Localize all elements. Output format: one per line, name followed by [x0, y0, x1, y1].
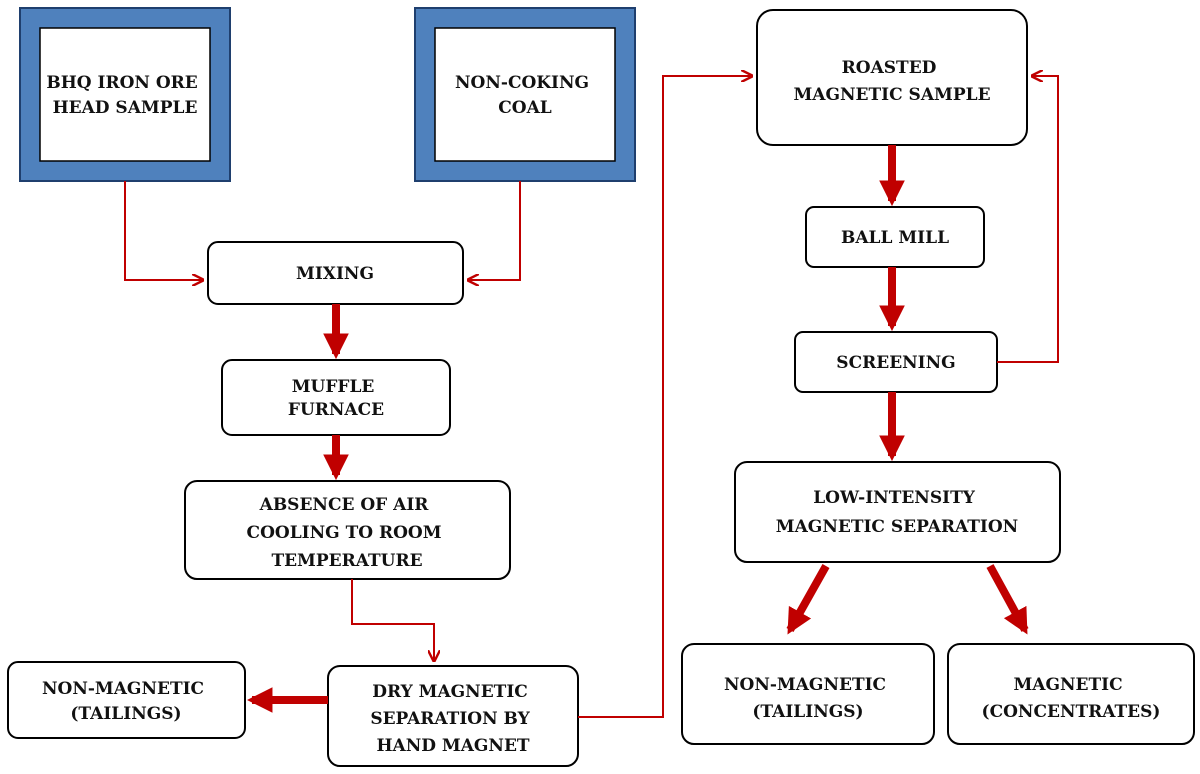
screening-box: SCREENING	[794, 331, 998, 393]
mixing-box: MIXING	[207, 241, 464, 305]
arrow-dry-separation-to-roasted	[578, 76, 752, 718]
coal-box: NON-COKING COAL	[414, 7, 636, 182]
cooling-label: ABSENCE OF AIR COOLING TO ROOM TEMPERATU…	[247, 495, 448, 571]
roasted-sample-label: ROASTED MAGNETIC SAMPLE	[793, 58, 990, 105]
arrow-cooling-to-dry-separation	[351, 579, 434, 661]
lims-label: LOW-INTENSITY MAGNETIC SEPARATION	[776, 488, 1018, 537]
concentrates-box: MAGNETIC (CONCENTRATES)	[947, 643, 1195, 745]
arrow-lims-to-tailings	[786, 564, 830, 635]
screening-label: SCREENING	[836, 353, 955, 373]
tailings-left-label: NON-MAGNETIC (TAILINGS)	[42, 679, 210, 724]
tailings-left-box: NON-MAGNETIC (TAILINGS)	[7, 661, 246, 739]
muffle-label: MUFFLE FURNACE	[288, 377, 384, 420]
arrow-lims-to-concentrates	[986, 564, 1029, 635]
head-sample-label: BHQ IRON ORE HEAD SAMPLE	[46, 73, 203, 118]
concentrates-label: MAGNETIC (CONCENTRATES)	[982, 675, 1161, 722]
ball-mill-box: BALL MILL	[805, 206, 985, 268]
arrow-head-sample-to-mixing	[124, 181, 203, 280]
lims-box: LOW-INTENSITY MAGNETIC SEPARATION	[734, 461, 1061, 563]
arrow-screening-recycle	[997, 76, 1059, 363]
arrow-coal-to-mixing	[468, 181, 521, 280]
ball-mill-label: BALL MILL	[841, 228, 949, 248]
cooling-box: ABSENCE OF AIR COOLING TO ROOM TEMPERATU…	[184, 480, 511, 580]
tailings-right-box: NON-MAGNETIC (TAILINGS)	[681, 643, 935, 745]
thick-arrows	[246, 145, 1029, 713]
tailings-right-label: NON-MAGNETIC (TAILINGS)	[724, 675, 892, 722]
thin-connectors	[124, 76, 1059, 718]
head-sample-box: BHQ IRON ORE HEAD SAMPLE	[19, 7, 231, 182]
dry-separation-label: DRY MAGNETIC SEPARATION BY HAND MAGNET	[370, 682, 535, 756]
dry-separation-box: DRY MAGNETIC SEPARATION BY HAND MAGNET	[327, 665, 579, 767]
coal-label: NON-COKING COAL	[455, 73, 595, 118]
muffle-box: MUFFLE FURNACE	[221, 359, 451, 436]
mixing-label: MIXING	[296, 264, 374, 284]
roasted-sample-box: ROASTED MAGNETIC SAMPLE	[756, 9, 1028, 146]
